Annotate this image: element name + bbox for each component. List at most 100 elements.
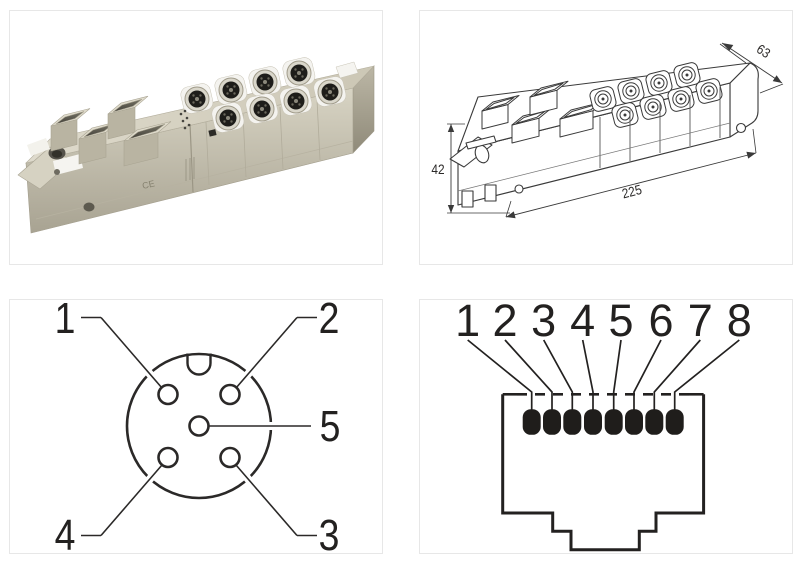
socket-outline xyxy=(529,80,569,116)
m12-port xyxy=(180,83,214,114)
leader-line xyxy=(581,339,594,415)
ce-mark: CE xyxy=(141,178,155,191)
dim-label-length: 225 xyxy=(620,181,643,201)
slice-seam xyxy=(279,106,284,170)
pin-contacts xyxy=(157,383,241,469)
pin-label-2: 2 xyxy=(319,300,340,343)
front-hole-left xyxy=(514,184,524,194)
m12-pinout-diagram: 1 2 5 4 3 xyxy=(55,300,341,553)
m12-port-outline xyxy=(611,102,639,128)
gloss-patch xyxy=(27,138,50,156)
foot-tab xyxy=(484,184,497,202)
pin-contact-1 xyxy=(522,409,541,435)
dimension-line xyxy=(721,42,783,84)
pin-label-5: 5 xyxy=(320,401,341,451)
dimension-line xyxy=(505,152,757,218)
dimension-drawing-panel: 42 225 63 xyxy=(419,10,793,265)
pin-contact-6 xyxy=(625,409,643,435)
rj45-pin-contacts xyxy=(522,409,684,435)
foot-tab xyxy=(461,190,474,208)
leader-line xyxy=(633,339,662,415)
led-dot xyxy=(183,126,187,130)
front-hole xyxy=(83,202,95,212)
m12-port-outline xyxy=(667,86,695,112)
rj45-label-2: 2 xyxy=(492,300,517,346)
dimension-length: 225 xyxy=(505,128,757,219)
rect-socket-4 xyxy=(123,121,172,167)
m12-port xyxy=(313,76,347,107)
product-photo-illustration: CE xyxy=(17,57,375,234)
section-seam xyxy=(189,123,194,193)
leader-line xyxy=(504,339,553,415)
pin-label-3: 3 xyxy=(319,510,340,553)
pin-1-contact xyxy=(157,383,179,406)
front-hole-right xyxy=(735,122,747,134)
pin-contact-4 xyxy=(584,409,602,435)
screw-detail xyxy=(54,169,60,175)
socket-opening xyxy=(112,98,143,113)
leader-line xyxy=(100,316,163,389)
arrowhead xyxy=(772,75,782,83)
rj45-label-4: 4 xyxy=(570,300,595,346)
label-strip xyxy=(53,154,83,175)
m12-pinout-panel: 1 2 5 4 3 xyxy=(9,299,383,554)
arrowhead xyxy=(746,151,756,159)
m12-port xyxy=(245,93,279,124)
arrowhead xyxy=(447,124,455,132)
pin-2-contact xyxy=(219,383,241,406)
pin-contact-5 xyxy=(604,409,623,435)
rj45-label-5: 5 xyxy=(608,300,633,346)
drawing-m12-ports xyxy=(589,62,723,128)
m12-port-outline xyxy=(589,86,617,112)
m12-port-array xyxy=(180,57,347,133)
pin-contact-2 xyxy=(543,409,561,435)
status-leds xyxy=(179,109,191,130)
extension-line xyxy=(505,200,512,218)
rect-socket-1 xyxy=(50,108,91,152)
slice-seam xyxy=(205,121,210,186)
m12-port xyxy=(211,102,245,133)
extension-line xyxy=(759,83,784,94)
front-markings: CE xyxy=(141,157,195,191)
pin-4-contact xyxy=(157,446,179,469)
extension-line xyxy=(719,43,747,64)
rj45-label-3: 3 xyxy=(531,300,556,346)
rj45-jack-outline xyxy=(501,394,706,552)
rj45-leader-lines xyxy=(467,339,740,415)
led-dot xyxy=(181,119,185,123)
dim-label-height: 42 xyxy=(431,161,444,177)
pin-5-contact xyxy=(188,415,210,437)
leader-line xyxy=(542,339,574,415)
drawing-sockets xyxy=(481,80,605,144)
mounting-hole-inner xyxy=(51,150,63,158)
leader-lines xyxy=(81,316,317,537)
dimension-height: 42 xyxy=(431,123,510,214)
module-right-end xyxy=(729,62,759,138)
leader-line xyxy=(612,339,622,415)
led-dot xyxy=(179,112,183,116)
led-dot xyxy=(185,116,189,120)
extension-line xyxy=(752,128,757,154)
drawing-slice-seams xyxy=(457,87,731,192)
arrowhead xyxy=(447,205,455,213)
left-mounting-flange xyxy=(17,138,95,212)
m12-port-outline xyxy=(645,70,673,96)
rj45-pinout-panel: 1 2 3 4 5 6 7 8 xyxy=(419,299,793,554)
rect-socket-3 xyxy=(107,95,149,140)
socket-opening xyxy=(55,111,85,125)
arrowhead xyxy=(722,43,734,51)
socket-opening xyxy=(128,123,166,140)
dimension-drawing: 42 225 63 xyxy=(431,41,784,219)
pin-label-4: 4 xyxy=(55,510,76,553)
pin-label-1: 1 xyxy=(55,300,76,343)
slice-seam xyxy=(316,99,321,161)
rj45-label-6: 6 xyxy=(648,300,673,346)
address-switch xyxy=(208,129,217,137)
m12-port-outline xyxy=(673,62,701,88)
led-dot xyxy=(183,109,187,113)
arrowhead xyxy=(506,211,516,219)
m12-port xyxy=(279,85,313,116)
fine-print-marks xyxy=(185,157,195,181)
m12-port-outline xyxy=(617,78,645,104)
socket-outline xyxy=(511,108,551,144)
